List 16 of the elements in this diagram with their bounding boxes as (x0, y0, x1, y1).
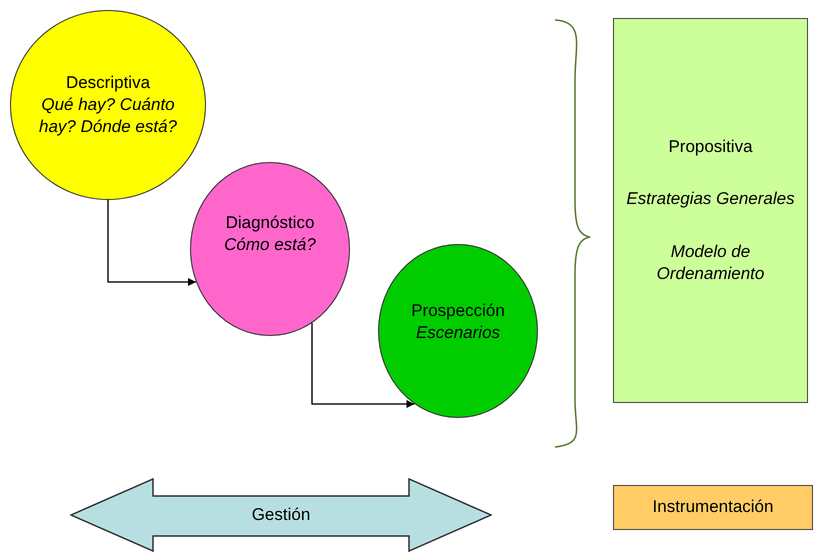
node-title: Gestión (252, 504, 310, 526)
node-subtitle: Escenarios (416, 322, 500, 344)
node-subtitle: Cómo está? (224, 234, 316, 256)
node-title: Propositiva (668, 136, 753, 158)
node-title: Descriptiva (66, 72, 150, 94)
node-title: Instrumentación (652, 496, 774, 518)
elbow-arrow (311, 323, 414, 408)
node-subtitle: Qué hay? Cuánto hay? Dónde está? (38, 94, 178, 138)
elbow-arrow (107, 200, 196, 286)
process-box (613, 485, 813, 530)
double-arrow-shape (70, 478, 492, 552)
node-subtitle: Estrategias Generales (626, 188, 795, 210)
node-subtitle: Modelo de Ordenamiento (656, 240, 766, 285)
node-title: Diagnóstico (226, 212, 314, 234)
process-box (613, 18, 808, 403)
node-title: Prospección (411, 300, 505, 322)
